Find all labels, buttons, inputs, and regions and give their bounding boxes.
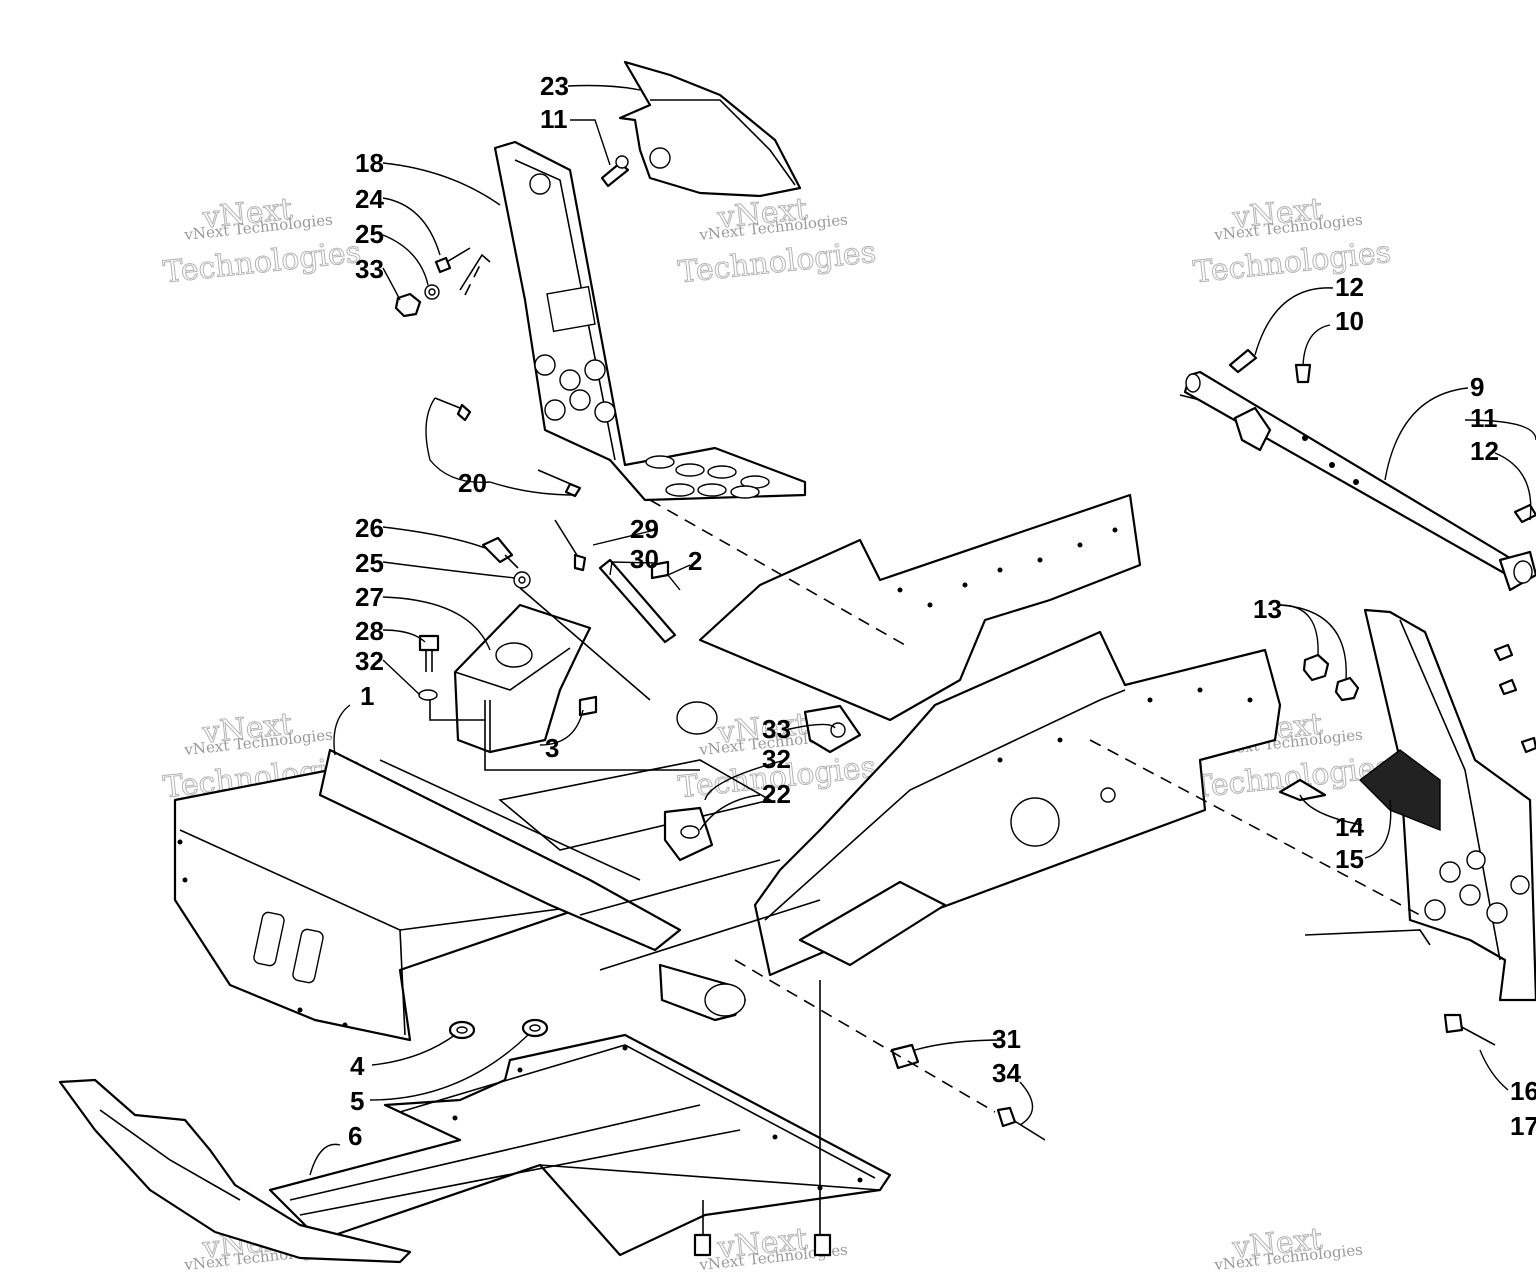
rear-panel xyxy=(1278,608,1536,1002)
leader-lines xyxy=(309,84,1536,1235)
steering-bracket xyxy=(453,603,592,754)
main-frame xyxy=(173,493,1282,1042)
callout-13: 13 xyxy=(1253,594,1282,624)
callout-11-top: 11 xyxy=(540,104,568,134)
callout-24: 24 xyxy=(355,184,384,214)
callout-4: 4 xyxy=(350,1051,365,1081)
callout-14: 14 xyxy=(1335,812,1364,842)
callout-33-top: 33 xyxy=(355,254,384,284)
callout-18: 18 xyxy=(355,148,384,178)
callout-25-bottom: 25 xyxy=(355,548,384,578)
callout-34: 34 xyxy=(992,1058,1021,1088)
callout-23: 23 xyxy=(540,71,569,101)
headlight-housing xyxy=(618,60,802,198)
callout-22: 22 xyxy=(762,779,791,809)
callout-33-center: 33 xyxy=(762,714,791,744)
callout-25-top: 25 xyxy=(355,219,384,249)
watermark: vNext vNext Technologies xyxy=(1213,1221,1364,1274)
callout-32-left: 32 xyxy=(355,646,384,676)
callout-20: 20 xyxy=(458,468,487,498)
front-nose xyxy=(58,1078,412,1264)
callout-27: 27 xyxy=(355,582,384,612)
callout-2: 2 xyxy=(688,546,702,576)
callout-12-top: 12 xyxy=(1335,272,1364,302)
callout-15: 15 xyxy=(1335,844,1364,874)
mesh-screen xyxy=(1358,749,1441,832)
watermark: vNext vNext Technologies Technologies xyxy=(161,191,363,291)
callout-17: 17 xyxy=(1510,1111,1536,1141)
frame-rivets xyxy=(177,527,1253,1028)
cross-shaft xyxy=(1183,370,1536,592)
callout-1: 1 xyxy=(360,681,374,711)
callout-10: 10 xyxy=(1335,306,1364,336)
callout-29: 29 xyxy=(630,514,659,544)
callout-30: 30 xyxy=(630,544,659,574)
hardware xyxy=(394,155,1536,1257)
callout-6: 6 xyxy=(348,1121,362,1151)
callout-11-right: 11 xyxy=(1470,403,1498,433)
callout-5: 5 xyxy=(350,1086,364,1116)
callout-3: 3 xyxy=(545,733,559,763)
callout-31: 31 xyxy=(992,1024,1021,1054)
callout-9: 9 xyxy=(1470,372,1484,402)
callout-26: 26 xyxy=(355,513,384,543)
callout-12-right: 12 xyxy=(1470,436,1499,466)
belly-pan xyxy=(268,1033,892,1257)
watermark: vNext vNext Technologies Technologies xyxy=(676,191,878,291)
callout-labels: 23 11 18 24 25 33 20 26 25 27 28 32 29 3… xyxy=(348,71,1536,1151)
callout-16: 16 xyxy=(1510,1076,1536,1106)
steering-upright xyxy=(493,140,807,502)
callout-28: 28 xyxy=(355,616,384,646)
callout-32-center: 32 xyxy=(762,744,791,774)
